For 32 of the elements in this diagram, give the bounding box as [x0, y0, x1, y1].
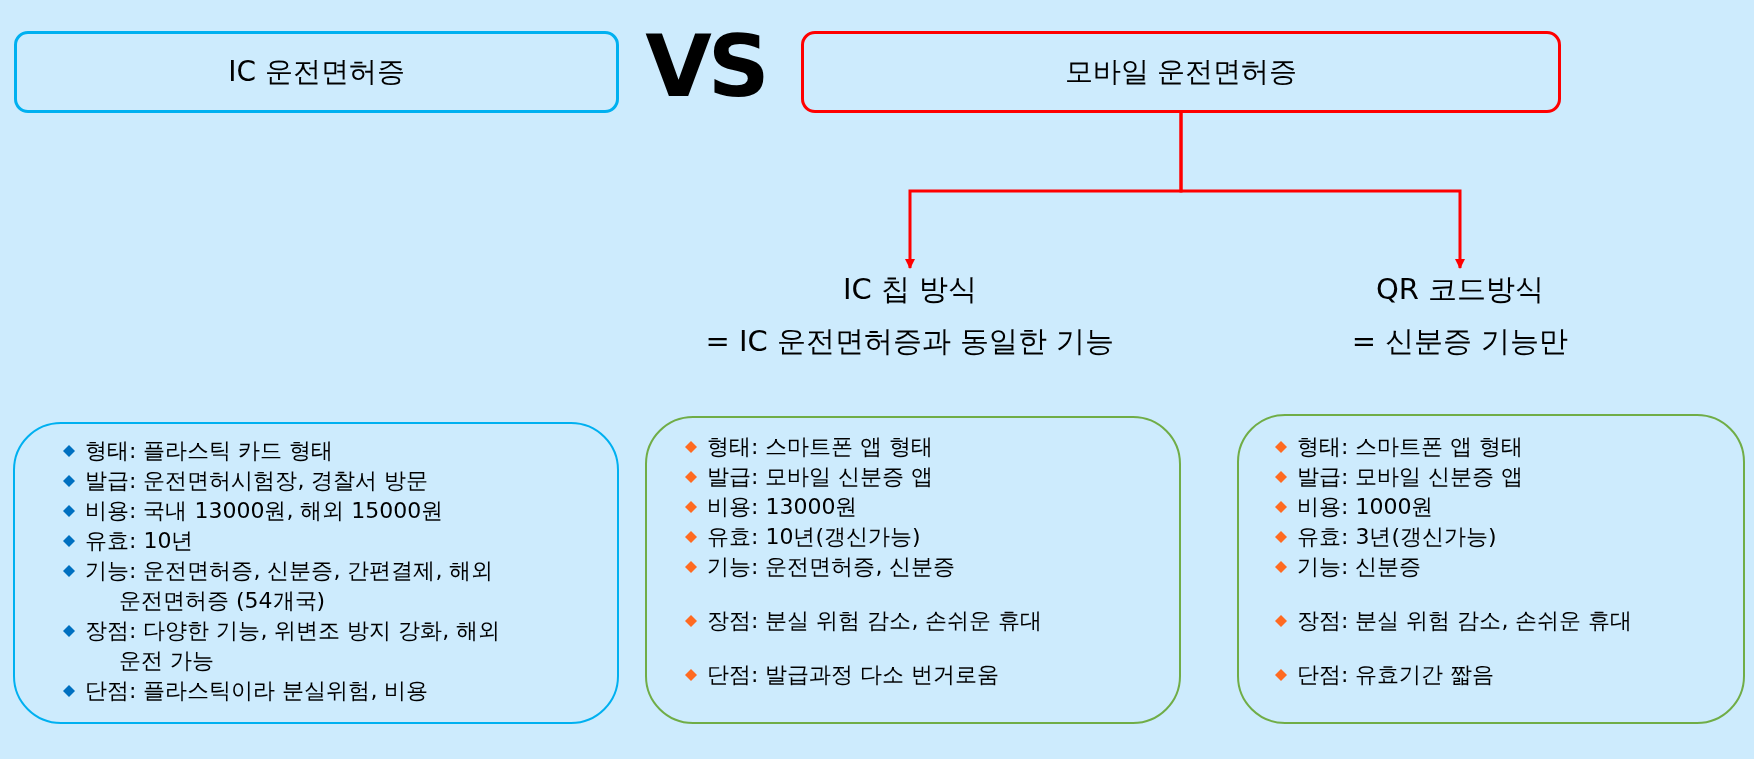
- method-subheading: = 신분증 기능만: [1350, 323, 1570, 360]
- list-item-text: 발급: 모바일 신분증 앱: [1297, 463, 1525, 491]
- list-item-text: 비용: 1000원: [1297, 493, 1435, 521]
- list-box: [13, 422, 619, 724]
- vs-text: VS: [644, 16, 767, 116]
- list-item-text: 단점: 유효기간 짧음: [1297, 661, 1496, 689]
- connector-arrow: [1179, 113, 1465, 269]
- list-item-text: 기능: 신분증: [1297, 553, 1423, 581]
- method-heading: QR 코드방식: [1374, 271, 1546, 308]
- list-item-text: 발급: 모바일 신분증 앱: [707, 463, 935, 491]
- list-item-text: 유효: 3년(갱신가능): [1297, 523, 1498, 551]
- list-box: [645, 416, 1181, 724]
- list-item-text: 장점: 다양한 기능, 위변조 방지 강화, 해외 운전 가능: [85, 617, 502, 675]
- header-box: IC 운전면허증: [14, 31, 619, 113]
- list-item-text: 비용: 국내 13000원, 해외 15000원: [85, 497, 445, 525]
- header-box: 모바일 운전면허증: [801, 31, 1561, 113]
- list-box: [1237, 414, 1745, 724]
- list-item-text: 비용: 13000원: [707, 493, 859, 521]
- list-item-text: 기능: 운전면허증, 신분증: [707, 553, 957, 581]
- method-subheading: = IC 운전면허증과 동일한 기능: [704, 323, 1116, 360]
- list-item-text: 장점: 분실 위험 감소, 손쉬운 휴대: [707, 607, 1044, 635]
- list-item-text: 발급: 운전면허시험장, 경찰서 방문: [85, 467, 430, 495]
- method-heading: IC 칩 방식: [841, 271, 979, 308]
- list-item-text: 유효: 10년: [85, 527, 195, 555]
- list-item-text: 형태: 스마트폰 앱 형태: [1297, 433, 1525, 461]
- list-item-text: 형태: 스마트폰 앱 형태: [707, 433, 935, 461]
- list-item-text: 장점: 분실 위험 감소, 손쉬운 휴대: [1297, 607, 1634, 635]
- list-item-text: 단점: 발급과정 다소 번거로움: [707, 661, 1001, 689]
- list-item-text: 단점: 플라스틱이라 분실위험, 비용: [85, 677, 430, 705]
- list-item-text: 유효: 10년(갱신가능): [707, 523, 922, 551]
- list-item-text: 기능: 운전면허증, 신분증, 간편결제, 해외 운전면허증 (54개국): [85, 557, 495, 615]
- list-item-text: 형태: 플라스틱 카드 형태: [85, 437, 335, 465]
